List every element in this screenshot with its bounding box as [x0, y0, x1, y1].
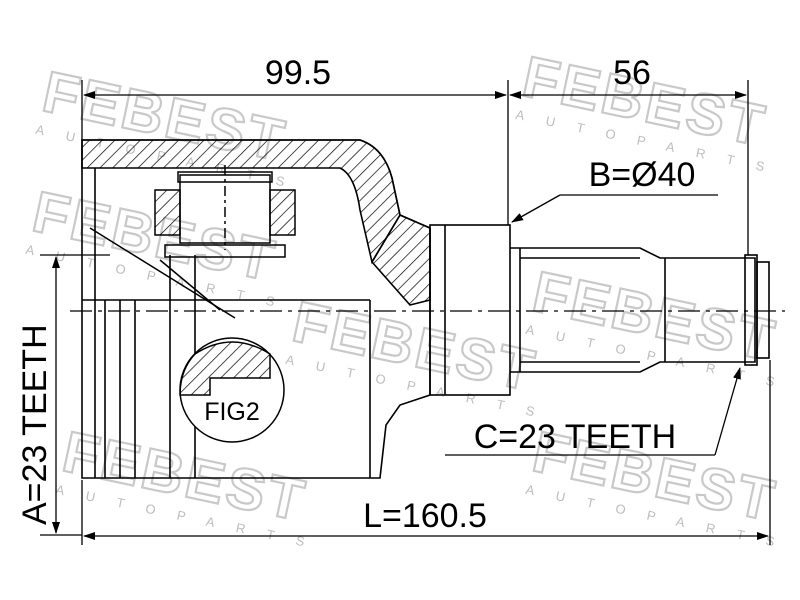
dimension-inner-teeth	[40, 254, 110, 536]
dimension-total-length	[81, 360, 771, 545]
shaft-flange	[429, 224, 511, 396]
outer-teeth-label: C=23 TEETH	[474, 418, 677, 456]
dimension-left-length-label: 99.5	[265, 54, 331, 92]
fig2-label: FIG2	[204, 398, 260, 426]
dimension-right-length-label: 56	[613, 54, 651, 92]
outer-teeth-leader	[445, 367, 741, 456]
outer-housing	[81, 139, 431, 479]
diameter-leader	[511, 194, 718, 223]
roller-bearing	[89, 165, 296, 319]
fig2-detail	[179, 337, 285, 443]
dimension-right-length	[509, 80, 749, 255]
dimension-left-length	[81, 80, 509, 225]
inner-teeth-label: A=23 TEETH	[16, 324, 54, 525]
dimension-total-length-label: L=160.5	[363, 497, 487, 535]
stub-shaft	[510, 247, 770, 373]
diameter-label: B=Ø40	[589, 156, 696, 194]
